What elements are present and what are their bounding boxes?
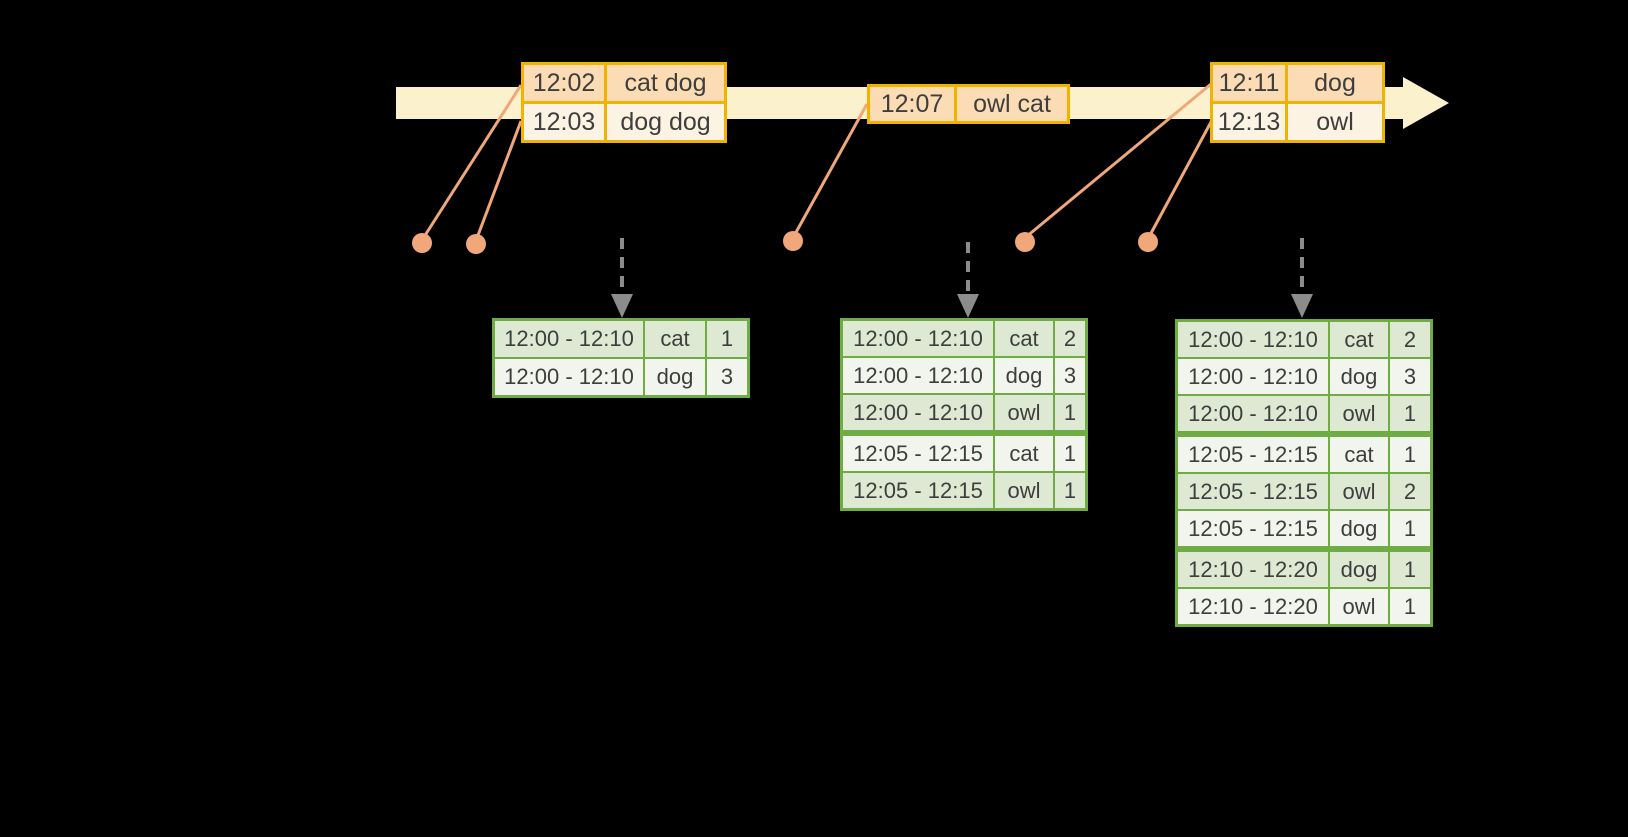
event-time-cell: 12:07 — [870, 87, 954, 121]
count-cell: 3 — [1390, 359, 1430, 394]
event-connector-line — [792, 103, 869, 237]
window-assignment-arrowhead-icon — [1291, 294, 1313, 318]
count-cell: 1 — [1055, 436, 1085, 471]
count-cell: 1 — [1390, 437, 1430, 472]
event-dot — [466, 234, 486, 254]
count-cell: 1 — [707, 321, 747, 357]
key-cell: dog — [1330, 359, 1388, 394]
window-range-cell: 12:00 - 12:10 — [1178, 322, 1328, 357]
event-connector-line — [475, 120, 523, 239]
window-range-cell: 12:05 - 12:15 — [843, 436, 993, 471]
event-dot — [1015, 232, 1035, 252]
window-assignment-arrowhead-icon — [611, 294, 633, 318]
count-cell: 1 — [1390, 396, 1430, 431]
window-range-cell: 12:05 - 12:15 — [1178, 474, 1328, 509]
count-cell: 3 — [1055, 358, 1085, 393]
event-value-cell: cat dog — [607, 65, 724, 101]
window-range-cell: 12:05 - 12:15 — [1178, 437, 1328, 472]
event-value-cell: dog dog — [607, 104, 724, 140]
count-cell: 1 — [1390, 552, 1430, 587]
window-range-cell: 12:00 - 12:10 — [495, 359, 643, 395]
count-cell: 1 — [1390, 589, 1430, 624]
key-cell: owl — [1330, 474, 1388, 509]
window-range-cell: 12:00 - 12:10 — [843, 395, 993, 430]
key-cell: cat — [1330, 437, 1388, 472]
event-time-cell: 12:11 — [1213, 65, 1285, 101]
key-cell: owl — [1330, 589, 1388, 624]
event-connector-line — [1147, 121, 1213, 238]
event-dot — [783, 231, 803, 251]
key-cell: cat — [995, 436, 1053, 471]
window-range-cell: 12:00 - 12:10 — [1178, 396, 1328, 431]
event-dot — [1138, 232, 1158, 252]
count-cell: 2 — [1055, 321, 1085, 356]
event-time-cell: 12:03 — [524, 104, 604, 140]
key-cell: cat — [1330, 322, 1388, 357]
count-cell: 1 — [1055, 395, 1085, 430]
window-assignment-arrowhead-icon — [957, 294, 979, 318]
event-time-cell: 12:13 — [1213, 104, 1285, 140]
window-range-cell: 12:00 - 12:10 — [843, 358, 993, 393]
count-cell: 1 — [1055, 473, 1085, 508]
window-range-cell: 12:05 - 12:15 — [843, 473, 993, 508]
key-cell: cat — [995, 321, 1053, 356]
event-value-cell: owl — [1288, 104, 1382, 140]
count-cell: 2 — [1390, 322, 1430, 357]
key-cell: dog — [1330, 511, 1388, 546]
key-cell: owl — [995, 395, 1053, 430]
timeline-arrowhead-icon — [1403, 77, 1449, 129]
key-cell: dog — [645, 359, 705, 395]
event-time-cell: 12:02 — [524, 65, 604, 101]
key-cell: dog — [995, 358, 1053, 393]
event-value-cell: owl cat — [957, 87, 1067, 121]
window-range-cell: 12:00 - 12:10 — [843, 321, 993, 356]
key-cell: dog — [1330, 552, 1388, 587]
event-dot — [412, 233, 432, 253]
key-cell: owl — [995, 473, 1053, 508]
window-range-cell: 12:00 - 12:10 — [495, 321, 643, 357]
window-range-cell: 12:10 - 12:20 — [1178, 589, 1328, 624]
window-range-cell: 12:05 - 12:15 — [1178, 511, 1328, 546]
count-cell: 3 — [707, 359, 747, 395]
count-cell: 1 — [1390, 511, 1430, 546]
window-range-cell: 12:10 - 12:20 — [1178, 552, 1328, 587]
count-cell: 2 — [1390, 474, 1430, 509]
key-cell: cat — [645, 321, 705, 357]
window-range-cell: 12:00 - 12:10 — [1178, 359, 1328, 394]
event-value-cell: dog — [1288, 65, 1382, 101]
key-cell: owl — [1330, 396, 1388, 431]
